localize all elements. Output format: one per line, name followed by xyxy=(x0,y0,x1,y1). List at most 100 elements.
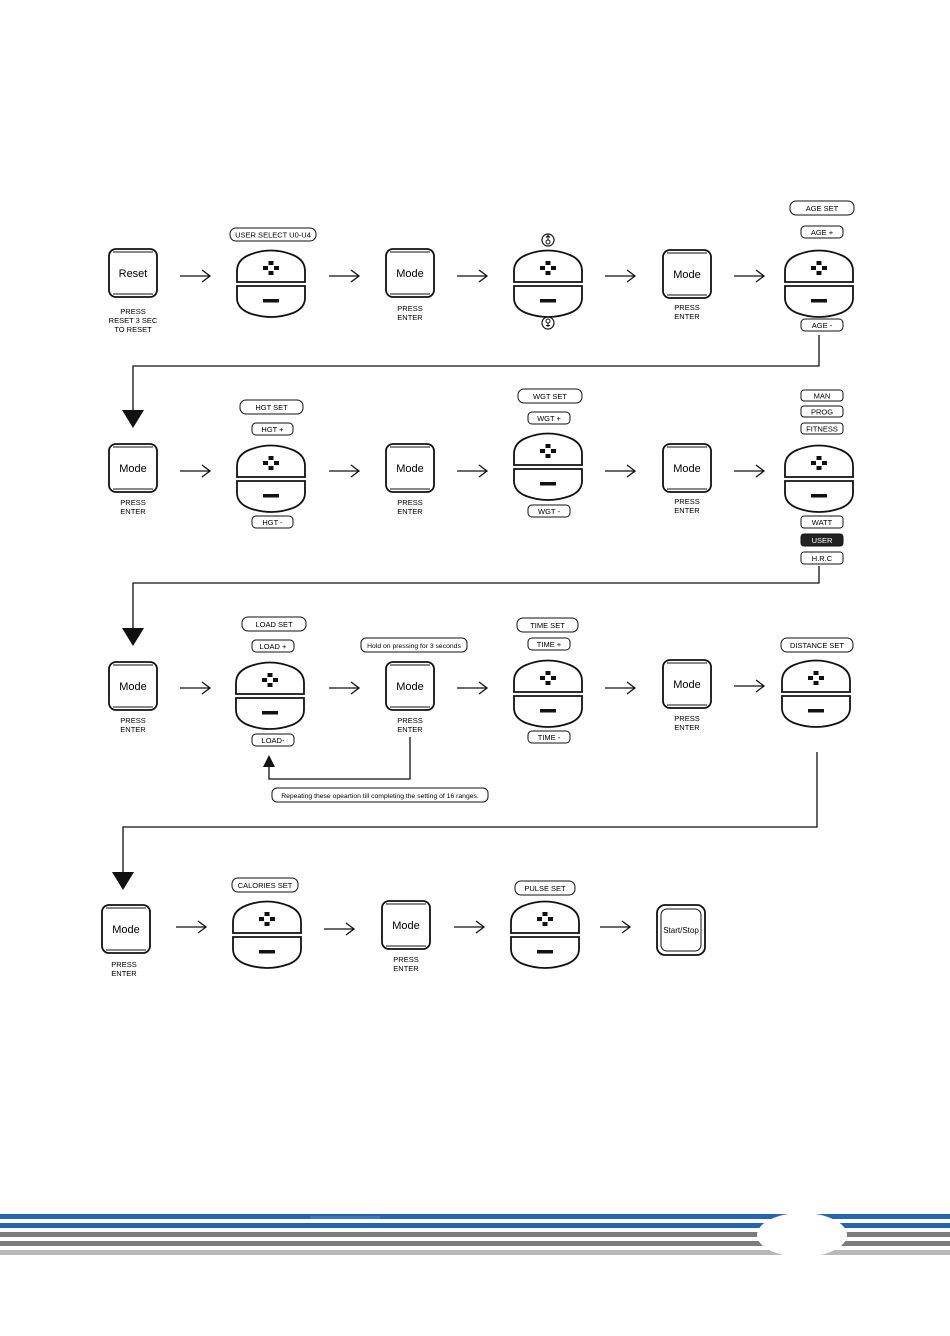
age-minus-label: AGE - xyxy=(812,321,833,330)
calories-set-pill: CALORIES SET xyxy=(231,877,299,893)
updown-keypad[interactable] xyxy=(784,249,854,318)
flow-arrow xyxy=(179,681,211,695)
flow-arrow xyxy=(604,464,636,478)
load-plus-pill: LOAD + xyxy=(251,639,295,653)
wgt-set-label: WGT SET xyxy=(533,392,567,401)
connector-3 xyxy=(112,752,818,890)
flow-arrow xyxy=(733,679,765,693)
updown-keypad[interactable] xyxy=(781,659,851,728)
flow-arrow xyxy=(328,464,360,478)
press-caption: PRESS xyxy=(393,955,418,964)
start-stop-label: Start/Stop xyxy=(663,926,699,935)
program-man-pill: MAN xyxy=(800,389,844,402)
flow-arrow xyxy=(175,920,207,934)
updown-keypad[interactable] xyxy=(236,249,306,318)
row-1: Reset PRESS RESET 3 SEC TO RESET USER SE… xyxy=(108,200,855,334)
wgt-plus-label: WGT + xyxy=(537,414,561,423)
reset-caption-line-2: RESET 3 SEC xyxy=(109,316,158,325)
program-hrc-label: H.R.C xyxy=(812,554,833,563)
updown-keypad[interactable] xyxy=(510,900,580,969)
row-2: Mode PRESS ENTER HGT SET HGT + HGT - Mod… xyxy=(108,388,854,565)
hold-note-pill: Hold on pressing for 3 seconds xyxy=(360,637,468,653)
page-number-badge xyxy=(757,1213,847,1257)
program-fitness-pill: FITNESS xyxy=(800,422,844,435)
program-hrc-pill: H.R.C xyxy=(800,551,844,565)
hgt-minus-pill: HGT - xyxy=(251,515,294,529)
program-man-label: MAN xyxy=(814,392,831,401)
mode-button[interactable]: Mode xyxy=(381,900,431,950)
flow-arrow xyxy=(323,922,355,936)
user-select-pill: USER SELECT U0-U4 xyxy=(229,227,317,242)
enter-caption: ENTER xyxy=(397,725,423,734)
age-minus-pill: AGE - xyxy=(800,318,844,332)
updown-keypad[interactable] xyxy=(513,249,583,318)
reset-label: Reset xyxy=(119,268,148,280)
updown-keypad[interactable] xyxy=(513,659,583,728)
age-plus-label: AGE + xyxy=(811,228,834,237)
enter-caption: ENTER xyxy=(120,507,146,516)
reset-button[interactable]: Reset xyxy=(108,248,158,298)
mode-button[interactable]: Mode xyxy=(662,443,712,493)
press-caption: PRESS xyxy=(120,716,145,725)
load-minus-pill: LOAD- xyxy=(251,733,295,747)
mode-button[interactable]: Mode xyxy=(385,248,435,298)
mode-label: Mode xyxy=(673,269,701,281)
flow-arrow xyxy=(456,269,488,283)
hgt-set-label: HGT SET xyxy=(255,403,288,412)
mode-button[interactable]: Mode xyxy=(385,661,435,711)
load-plus-label: LOAD + xyxy=(260,642,288,651)
enter-caption: ENTER xyxy=(120,725,146,734)
female-symbol-icon xyxy=(541,316,555,330)
connector-2 xyxy=(122,566,820,646)
mode-button[interactable]: Mode xyxy=(662,659,712,709)
pulse-set-pill: PULSE SET xyxy=(514,880,576,896)
press-caption: PRESS xyxy=(111,960,136,969)
wgt-minus-pill: WGT - xyxy=(527,504,571,518)
start-stop-button[interactable]: Start/Stop xyxy=(656,904,706,956)
repeat-note-label: Repeating these opeartion till completin… xyxy=(281,793,479,800)
updown-keypad[interactable] xyxy=(513,432,583,501)
mode-button[interactable]: Mode xyxy=(101,904,151,954)
hgt-minus-label: HGT - xyxy=(262,518,283,527)
distance-set-pill: DISTANCE SET xyxy=(780,637,854,653)
press-caption: PRESS xyxy=(397,716,422,725)
footer-stripes xyxy=(0,1213,950,1257)
hgt-plus-pill: HGT + xyxy=(251,422,294,436)
updown-keypad[interactable] xyxy=(784,444,854,513)
mode-label: Mode xyxy=(396,681,424,693)
mode-label: Mode xyxy=(673,679,701,691)
updown-keypad[interactable] xyxy=(236,444,306,513)
updown-keypad[interactable] xyxy=(235,661,305,730)
flow-arrow xyxy=(456,464,488,478)
mode-label: Mode xyxy=(392,920,420,932)
mode-button[interactable]: Mode xyxy=(108,661,158,711)
enter-caption: ENTER xyxy=(393,964,419,973)
mode-label: Mode xyxy=(119,463,147,475)
flow-arrow xyxy=(179,269,211,283)
load-set-label: LOAD SET xyxy=(255,620,293,629)
distance-set-label: DISTANCE SET xyxy=(790,641,844,650)
flow-arrow xyxy=(604,269,636,283)
reset-caption-line-3: TO RESET xyxy=(114,325,152,334)
mode-button[interactable]: Mode xyxy=(108,443,158,493)
time-plus-label: TIME + xyxy=(537,640,562,649)
flow-arrow xyxy=(179,464,211,478)
enter-caption: ENTER xyxy=(397,507,423,516)
flow-arrow xyxy=(453,920,485,934)
age-set-label: AGE SET xyxy=(806,204,839,213)
flow-arrow xyxy=(604,681,636,695)
updown-keypad[interactable] xyxy=(232,900,302,969)
age-plus-pill: AGE + xyxy=(800,225,844,239)
mode-button[interactable]: Mode xyxy=(662,249,712,299)
calories-set-label: CALORIES SET xyxy=(238,881,293,890)
mode-button[interactable]: Mode xyxy=(385,443,435,493)
time-minus-label: TIME - xyxy=(538,733,561,742)
flow-arrow xyxy=(456,681,488,695)
repeat-note-pill: Repeating these opeartion till completin… xyxy=(271,787,489,803)
wgt-plus-pill: WGT + xyxy=(527,411,571,425)
program-prog-pill: PROG xyxy=(800,405,844,418)
male-symbol-icon xyxy=(541,233,555,247)
press-caption: PRESS xyxy=(397,498,422,507)
press-caption: PRESS xyxy=(674,714,699,723)
mode-label: Mode xyxy=(119,681,147,693)
